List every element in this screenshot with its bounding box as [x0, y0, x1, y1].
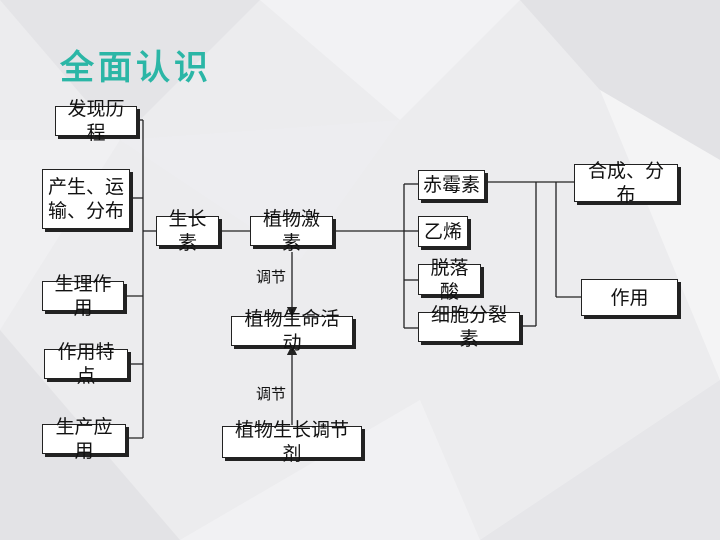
node-function: 作用	[581, 279, 678, 316]
node-synthesis: 合成、分布	[574, 160, 678, 206]
node-regulators: 植物生长调节剂	[222, 419, 362, 465]
node-life-activity: 植物生命活动	[231, 308, 353, 354]
node-abscisic: 脱落酸	[418, 257, 481, 303]
label-regulate-bottom: 调节	[256, 385, 287, 403]
label-regulate-top: 调节	[256, 268, 287, 286]
node-production: 产生、运输、分布	[42, 169, 130, 229]
node-ethylene: 乙烯	[418, 216, 468, 247]
node-hormones: 植物激素	[250, 208, 333, 254]
node-gibberellin: 赤霉素	[418, 170, 485, 200]
node-application: 生产应用	[42, 416, 126, 462]
page-title: 全面认识	[60, 48, 212, 88]
node-cytokinin: 细胞分裂素	[418, 304, 520, 350]
node-physiology: 生理作用	[42, 273, 124, 319]
node-features: 作用特点	[44, 341, 128, 387]
node-history: 发现历程	[55, 98, 137, 144]
node-auxin: 生长素	[156, 208, 219, 254]
